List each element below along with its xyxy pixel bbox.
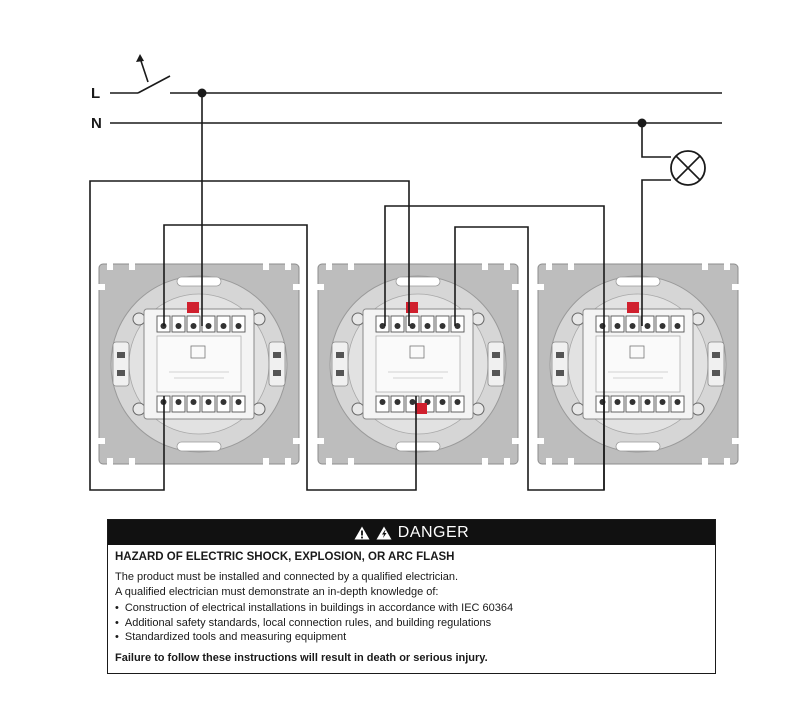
failure-warning: Failure to follow these instructions wil… bbox=[115, 651, 488, 664]
wiring-diagram: L N bbox=[89, 54, 741, 491]
mechanism-icon bbox=[315, 261, 521, 467]
terminal-accent bbox=[415, 403, 427, 414]
hazard-title: HAZARD OF ELECTRIC SHOCK, EXPLOSION, OR … bbox=[115, 551, 455, 563]
danger-header: DANGER bbox=[108, 520, 715, 545]
switch-icon bbox=[110, 54, 171, 94]
warning-triangle-icon bbox=[376, 526, 392, 539]
list-item: Construction of electrical installations… bbox=[115, 601, 708, 616]
lamp-icon bbox=[641, 123, 706, 260]
line-label: L bbox=[91, 85, 100, 102]
terminal-accent bbox=[406, 302, 418, 313]
terminal-accent bbox=[187, 302, 199, 313]
requirements-list: Construction of electrical installations… bbox=[115, 601, 708, 645]
intro-line: The product must be installed and connec… bbox=[115, 571, 459, 583]
intro-line: A qualified electrician must demonstrate… bbox=[115, 586, 439, 598]
danger-title: DANGER bbox=[397, 523, 470, 541]
neutral-label: N bbox=[91, 115, 102, 132]
list-item: Additional safety standards, local conne… bbox=[115, 616, 708, 631]
terminal-accent bbox=[627, 302, 639, 313]
danger-notice: DANGER HAZARD OF ELECTRIC SHOCK, EXPLOSI… bbox=[107, 519, 716, 674]
mechanism-icon bbox=[535, 261, 741, 467]
wiring bbox=[89, 93, 643, 491]
list-item: Standardized tools and measuring equipme… bbox=[115, 630, 708, 645]
mechanism-icon bbox=[96, 261, 302, 467]
warning-triangle-icon bbox=[354, 526, 370, 539]
